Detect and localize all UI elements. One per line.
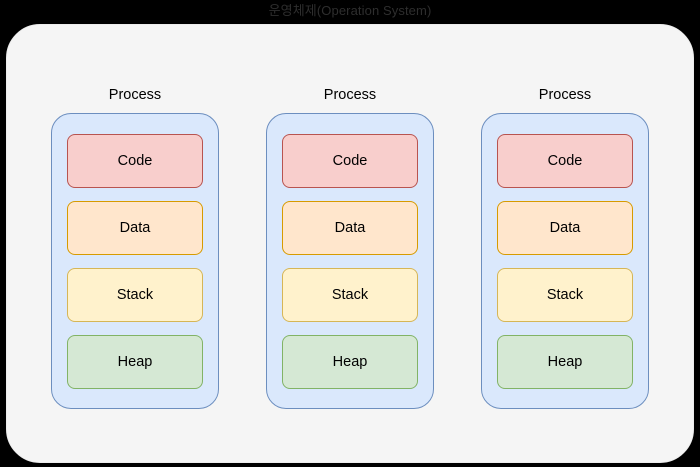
segment-data[interactable]: Data <box>282 201 418 255</box>
process-container[interactable]: Code Data Stack Heap <box>481 113 649 409</box>
segment-data[interactable]: Data <box>497 201 633 255</box>
segment-stack[interactable]: Stack <box>282 268 418 322</box>
process-container[interactable]: Code Data Stack Heap <box>51 113 219 409</box>
segment-code[interactable]: Code <box>67 134 203 188</box>
process-label: Process <box>538 87 592 103</box>
process-container[interactable]: Code Data Stack Heap <box>266 113 434 409</box>
segment-data[interactable]: Data <box>67 201 203 255</box>
segment-stack[interactable]: Stack <box>497 268 633 322</box>
segment-stack[interactable]: Stack <box>67 268 203 322</box>
operating-system-panel: Process Code Data Stack Heap Process Cod… <box>6 24 694 463</box>
segment-code[interactable]: Code <box>497 134 633 188</box>
process-group-1: Process Code Data Stack Heap <box>45 25 225 462</box>
segment-heap[interactable]: Heap <box>282 335 418 389</box>
process-label: Process <box>323 87 377 103</box>
segment-heap[interactable]: Heap <box>497 335 633 389</box>
process-group-2: Process Code Data Stack Heap <box>260 25 440 462</box>
segment-heap[interactable]: Heap <box>67 335 203 389</box>
segment-code[interactable]: Code <box>282 134 418 188</box>
os-title: 운영체제(Operation System) <box>268 3 432 18</box>
process-label: Process <box>108 87 162 103</box>
process-group-3: Process Code Data Stack Heap <box>475 25 655 462</box>
